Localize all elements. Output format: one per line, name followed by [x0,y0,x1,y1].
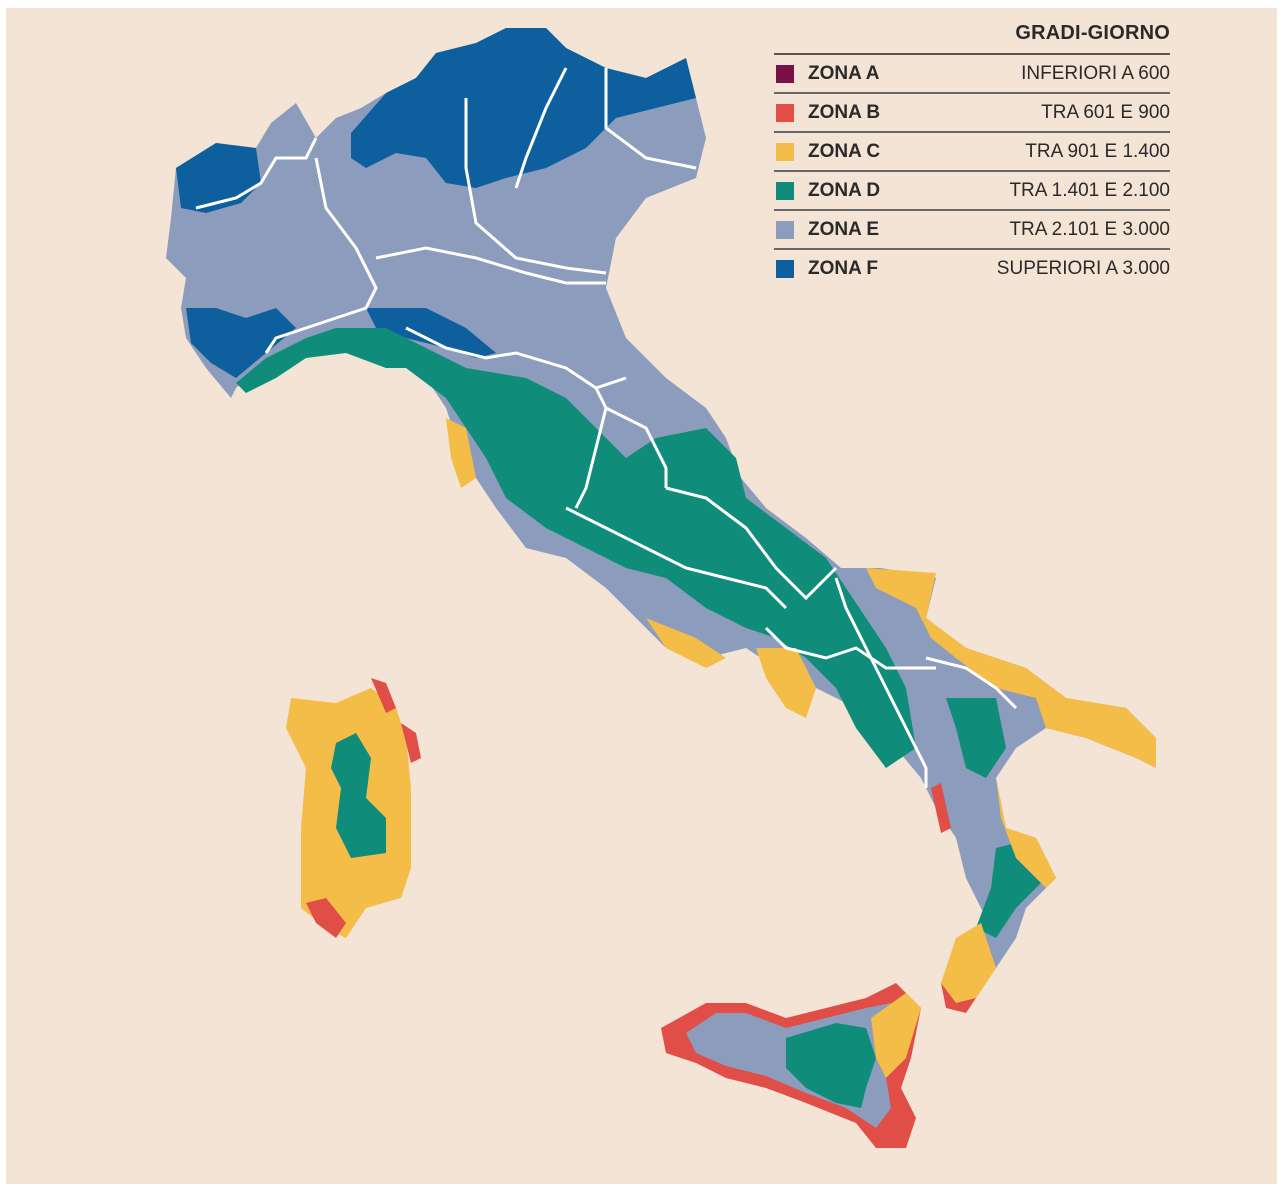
zone-swatch [776,259,794,278]
zone-range: TRA 601 E 900 [1041,101,1170,123]
calabria-tip-zone-b [941,983,976,1013]
legend-row: ZONA F SUPERIORI A 3.000 [774,250,1170,287]
zone-swatch [776,220,794,239]
zone-range: TRA 2.101 E 3.000 [1009,218,1170,240]
zone-name: ZONA C [808,140,881,162]
region-borders [195,67,1018,788]
zone-swatch [776,181,794,200]
alps-sw-zone-f [186,308,296,378]
zone-name: ZONA A [808,62,880,84]
zone-name: ZONA E [808,218,880,240]
tyrrhenian-coast-zone-c [446,418,476,488]
zone-range: SUPERIORI A 3.000 [996,257,1170,279]
sicily-zone-d [786,1023,876,1108]
legend-title: GRADI-GIORNO [774,22,1170,55]
liguria-coast-zone-d [236,328,416,393]
sardinia-east-zone-b [401,723,421,763]
calabria-zone-d [946,698,1006,778]
calabria-coast-zone-c [996,778,1056,888]
zone-name: ZONA F [808,257,879,279]
zone-range: INFERIORI A 600 [1021,62,1170,84]
legend-row: ZONA D TRA 1.401 E 2.100 [774,172,1170,211]
lazio-coast-zone-c [646,618,726,668]
zone-name: ZONA B [808,101,881,123]
zone-swatch [776,64,794,83]
sardinia-center-zone-d [331,733,386,858]
zone-swatch [776,103,794,122]
zone-name: ZONA D [808,179,881,201]
zone-swatch [776,142,794,161]
campania-coast-zone-c [756,648,816,718]
puglia-zone-c [866,568,1156,768]
apennine-north-zone-f [366,308,496,358]
legend-row: ZONA E TRA 2.101 E 3.000 [774,211,1170,250]
calabria-west-zone-b [931,783,951,833]
sardinia-sw-zone-b [306,898,346,938]
zone-range: TRA 1.401 E 2.100 [1009,179,1170,201]
italy-climate-zone-map [166,28,1156,1148]
legend-row: ZONA A INFERIORI A 600 [774,55,1170,94]
alps-north-zone-f [351,28,696,188]
legend-row: ZONA C TRA 901 E 1.400 [774,133,1170,172]
central-italy-zone-d [336,328,916,768]
legend-row: ZONA B TRA 601 E 900 [774,94,1170,133]
sicily-etna-zone-c [871,993,921,1078]
zone-range: TRA 901 E 1.400 [1025,140,1170,162]
calabria-tip-zone-c [941,923,996,1003]
sardinia-ne-zone-b [371,678,396,713]
